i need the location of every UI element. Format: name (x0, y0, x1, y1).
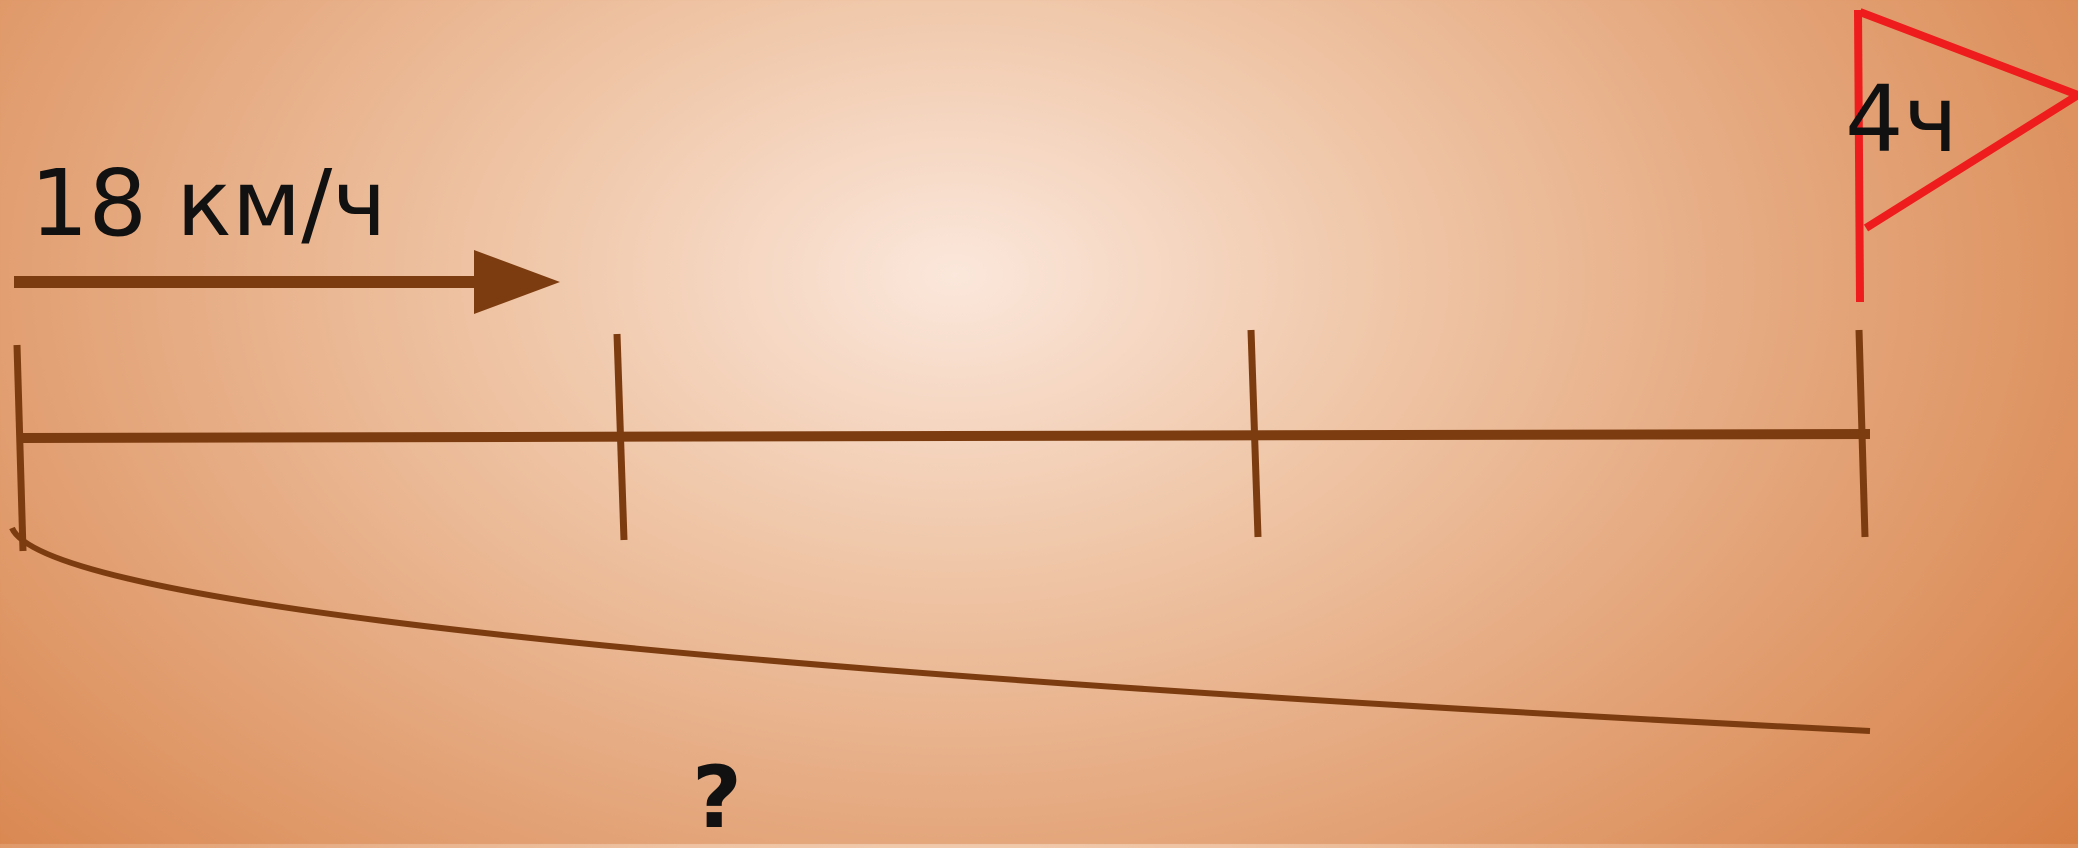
direction-arrow-head (474, 250, 560, 314)
distance-brace (9, 526, 1871, 734)
finish-flag-pole (1854, 9, 1864, 303)
tick-mark (13, 344, 27, 552)
time-label: 4ч (1845, 66, 1958, 173)
distance-line (21, 429, 1871, 443)
tick-mark (1247, 329, 1262, 538)
tick-mark (1855, 329, 1869, 538)
finish-flag (1858, 8, 2078, 232)
speed-label: 18 км/ч (30, 150, 387, 257)
unknown-distance-label: ? (692, 748, 742, 848)
tick-mark (613, 333, 628, 541)
